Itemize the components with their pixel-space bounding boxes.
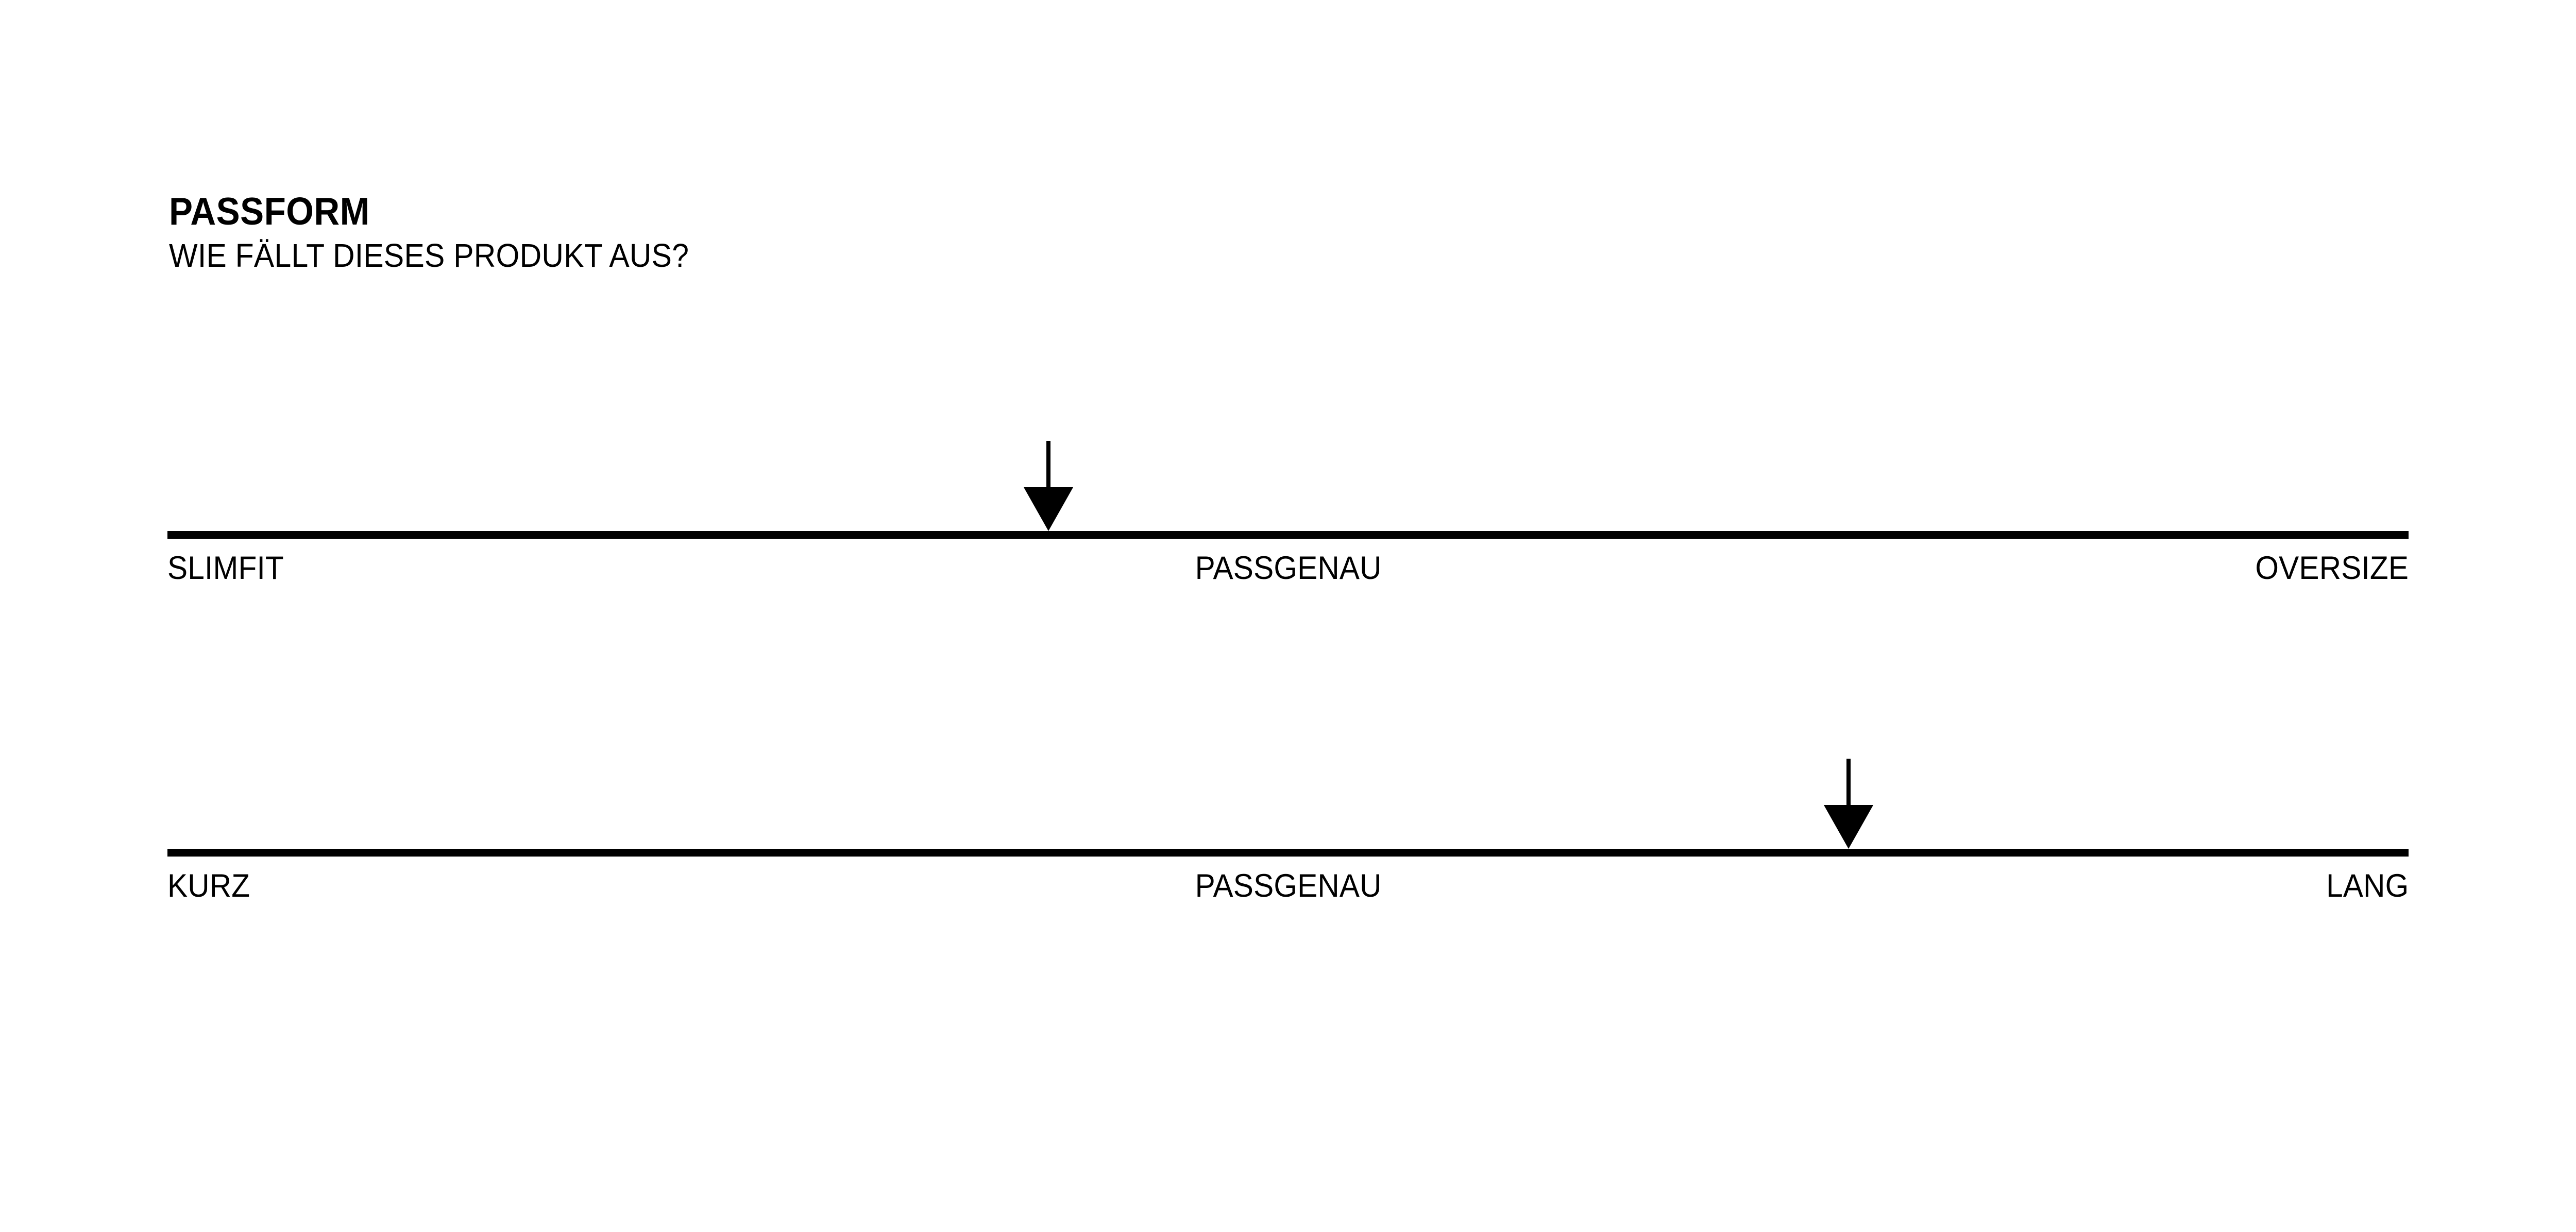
scale-label-length-right: LANG	[2326, 868, 2409, 904]
widget-header: PASSFORM WIE FÄLLT DIESES PRODUKT AUS?	[169, 192, 2410, 272]
page-subtitle: WIE FÄLLT DIESES PRODUKT AUS?	[169, 236, 689, 274]
scale-label-width-right: OVERSIZE	[2255, 550, 2409, 586]
down-arrow-icon	[1023, 441, 1074, 531]
fit-scale-width: SLIMFIT PASSGENAU OVERSIZE	[167, 441, 2409, 593]
down-arrow-icon	[1823, 759, 1874, 849]
marker-track-width	[167, 441, 2409, 531]
scale-labels-width: SLIMFIT PASSGENAU OVERSIZE	[167, 552, 2409, 593]
scale-bar-length	[167, 849, 2409, 857]
scale-labels-length: KURZ PASSGENAU LANG	[167, 870, 2409, 911]
fit-scale-length: KURZ PASSGENAU LANG	[167, 759, 2409, 911]
marker-track-length	[167, 759, 2409, 849]
page-title: PASSFORM	[169, 190, 370, 233]
scale-bar-width	[167, 531, 2409, 539]
scale-label-width-center: PASSGENAU	[1195, 550, 1382, 586]
scale-label-width-left: SLIMFIT	[167, 550, 284, 586]
scale-label-length-center: PASSGENAU	[1195, 868, 1382, 904]
scale-label-length-left: KURZ	[167, 868, 250, 904]
